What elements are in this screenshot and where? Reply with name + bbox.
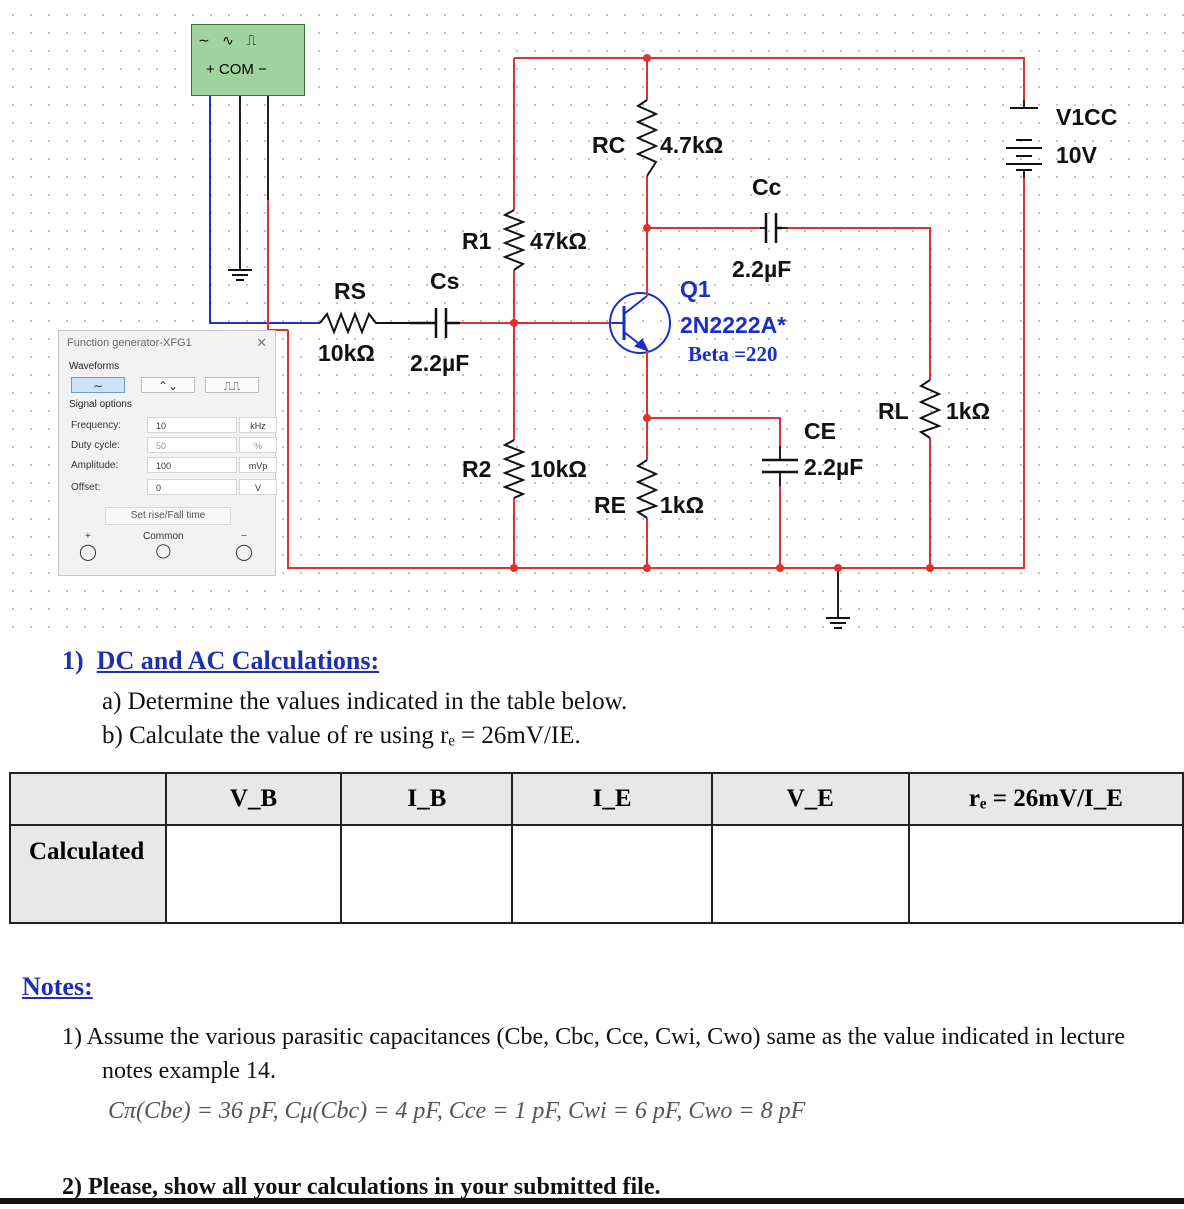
square-wave-button[interactable]: ⎍⎍ <box>205 377 259 393</box>
function-generator-icon[interactable]: ∼ ∿ ⎍ + COM − <box>191 24 305 96</box>
table-cell-re[interactable] <box>907 824 1184 924</box>
table-row: Calculated <box>9 824 1184 924</box>
note-1-continued: notes example 14. <box>102 1058 276 1084</box>
close-icon[interactable]: ✕ <box>256 335 267 350</box>
rl-value: 1kΩ <box>946 398 991 424</box>
table-header-cell: rₑ = 26mV/I_E <box>907 772 1184 826</box>
sine-wave-button[interactable]: ∼ <box>71 377 125 393</box>
table-cell-ie[interactable] <box>511 824 713 924</box>
re-label: RE <box>594 492 626 518</box>
q1-beta: Beta =220 <box>688 342 778 366</box>
table-header-cell: I_B <box>340 772 514 826</box>
waveforms-label: Waveforms <box>69 361 120 372</box>
results-table: V_B I_B I_E V_E rₑ = 26mV/I_E Calculated <box>9 772 1184 924</box>
frequency-label: Frequency: <box>71 420 122 431</box>
row-label-calculated: Calculated <box>9 824 167 924</box>
section-heading: 1) DC and AC Calculations: <box>62 646 380 675</box>
r1-value: 47kΩ <box>530 228 587 254</box>
amplitude-input[interactable]: 100 <box>147 457 237 473</box>
fg-terminals: + COM − <box>206 61 267 78</box>
function-generator-panel[interactable]: Function generator-XFG1 ✕ Waveforms ∼ ⌃⌄… <box>58 330 277 576</box>
rs-value: 10kΩ <box>318 340 375 366</box>
question-b: b) Calculate the value of re using rₑ = … <box>102 722 581 749</box>
rs-label: RS <box>334 278 366 304</box>
set-rise-fall-button[interactable]: Set rise/Fall time <box>105 507 231 525</box>
circuit-wires <box>209 54 1042 629</box>
q1-model: 2N2222A* <box>680 312 787 338</box>
table-cell-ib[interactable] <box>340 824 514 924</box>
cs-value: 2.2µF <box>410 350 470 376</box>
note-1: 1) Assume the various parasitic capacita… <box>62 1024 1125 1050</box>
duty-cycle-input[interactable]: 50 <box>147 437 237 453</box>
minus-terminal[interactable]: −◯ <box>235 531 253 561</box>
table-header-cell: I_E <box>511 772 713 826</box>
r1-label: R1 <box>462 228 492 254</box>
offset-unit[interactable]: V <box>239 479 277 495</box>
offset-input[interactable]: 0 <box>147 479 237 495</box>
frequency-unit[interactable]: kHz <box>239 417 277 433</box>
re-value: 1kΩ <box>660 492 705 518</box>
rl-label: RL <box>878 398 909 424</box>
q1-label: Q1 <box>680 276 711 302</box>
cc-value: 2.2µF <box>732 256 792 282</box>
cs-label: Cs <box>430 268 460 294</box>
note-1-values: Cπ(Cbe) = 36 pF, Cμ(Cbc) = 4 pF, Cce = 1… <box>108 1098 806 1124</box>
waveform-icons: ∼ ∿ ⎍ <box>198 33 261 49</box>
schematic-canvas[interactable]: ∼ ∿ ⎍ + COM − RS 10kΩ Cs 2.2µF R1 47kΩ R… <box>0 0 1184 640</box>
cc-label: Cc <box>752 174 782 200</box>
ce-label: CE <box>804 418 836 444</box>
table-header-cell: V_B <box>164 772 343 826</box>
duty-cycle-label: Duty cycle: <box>71 440 120 451</box>
rc-value: 4.7kΩ <box>660 132 724 158</box>
table-header-row: V_B I_B I_E V_E rₑ = 26mV/I_E <box>9 772 1184 826</box>
duty-cycle-unit[interactable]: % <box>239 437 277 453</box>
table-cell-vb[interactable] <box>164 824 343 924</box>
offset-label: Offset: <box>71 482 101 493</box>
amplitude-unit[interactable]: mVp <box>239 457 277 473</box>
v1-value: 10V <box>1056 142 1097 168</box>
r2-value: 10kΩ <box>530 456 587 482</box>
panel-title: Function generator-XFG1 <box>67 337 192 349</box>
table-header-cell: V_E <box>710 772 910 826</box>
table-cell-ve[interactable] <box>710 824 910 924</box>
note-2: 2) Please, show all your calculations in… <box>62 1174 661 1200</box>
v1-label: V1CC <box>1056 104 1118 130</box>
notes-heading: Notes: <box>22 972 93 1001</box>
question-a: a) Determine the values indicated in the… <box>102 688 628 715</box>
table-header-cell <box>9 772 167 826</box>
ce-value: 2.2µF <box>804 454 864 480</box>
bottom-border <box>0 1198 1184 1204</box>
rc-label: RC <box>592 132 626 158</box>
plus-terminal[interactable]: +◯ <box>79 531 97 561</box>
triangle-wave-button[interactable]: ⌃⌄ <box>141 377 195 393</box>
signal-options-label: Signal options <box>69 399 132 410</box>
r2-label: R2 <box>462 456 492 482</box>
frequency-input[interactable]: 10 <box>147 417 237 433</box>
common-terminal[interactable]: Common◯ <box>143 531 184 558</box>
amplitude-label: Amplitude: <box>71 460 119 471</box>
